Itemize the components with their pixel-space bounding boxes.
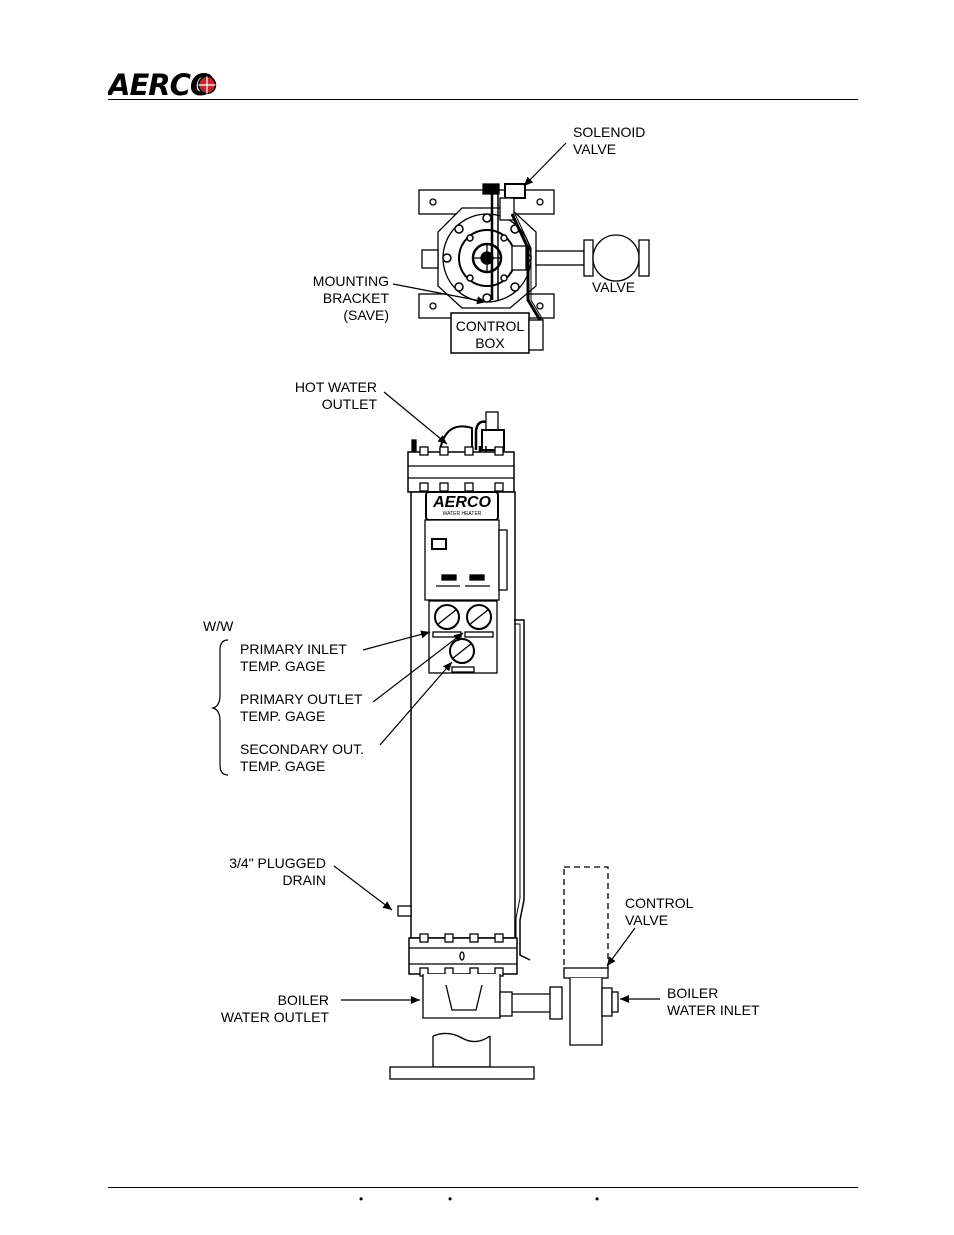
primary-outlet-gage — [466, 604, 492, 630]
ww-label: W/W — [203, 618, 234, 634]
base-plate — [389, 1066, 535, 1080]
solenoid-valve-leader — [523, 142, 567, 187]
secondary-out-gage-label: SECONDARY OUT.TEMP. GAGE — [240, 741, 364, 774]
badge-brand: AERCO — [433, 494, 491, 511]
footer-bullet: • — [595, 1192, 600, 1206]
footer-bullet: • — [448, 1192, 453, 1206]
secondary-out-leader — [379, 661, 453, 746]
top-view — [418, 183, 650, 354]
footer-rule — [108, 1187, 858, 1188]
control-valve-outline — [563, 866, 609, 973]
control-box-top — [450, 312, 530, 354]
control-panel — [424, 519, 500, 601]
hot-water-outlet-leader — [383, 391, 448, 445]
primary-outlet-leader — [372, 632, 464, 703]
primary-inlet-leader — [362, 630, 431, 651]
valve-body — [592, 234, 640, 282]
valve-label: VALVE — [592, 279, 636, 295]
header-rule — [108, 99, 858, 100]
mounting-bracket-leader — [392, 283, 487, 305]
aerco-logo: AERCO — [108, 68, 217, 100]
ww-brace — [210, 639, 229, 776]
badge-subtitle: WATER HEATER — [442, 511, 482, 517]
primary-inlet-gage — [434, 604, 460, 630]
drain-leader — [333, 865, 393, 911]
control-valve-leader — [606, 927, 636, 967]
footer-bullet: • — [359, 1192, 364, 1206]
side-view — [389, 411, 619, 1080]
aerco-logo-text: AERCO — [108, 68, 214, 100]
